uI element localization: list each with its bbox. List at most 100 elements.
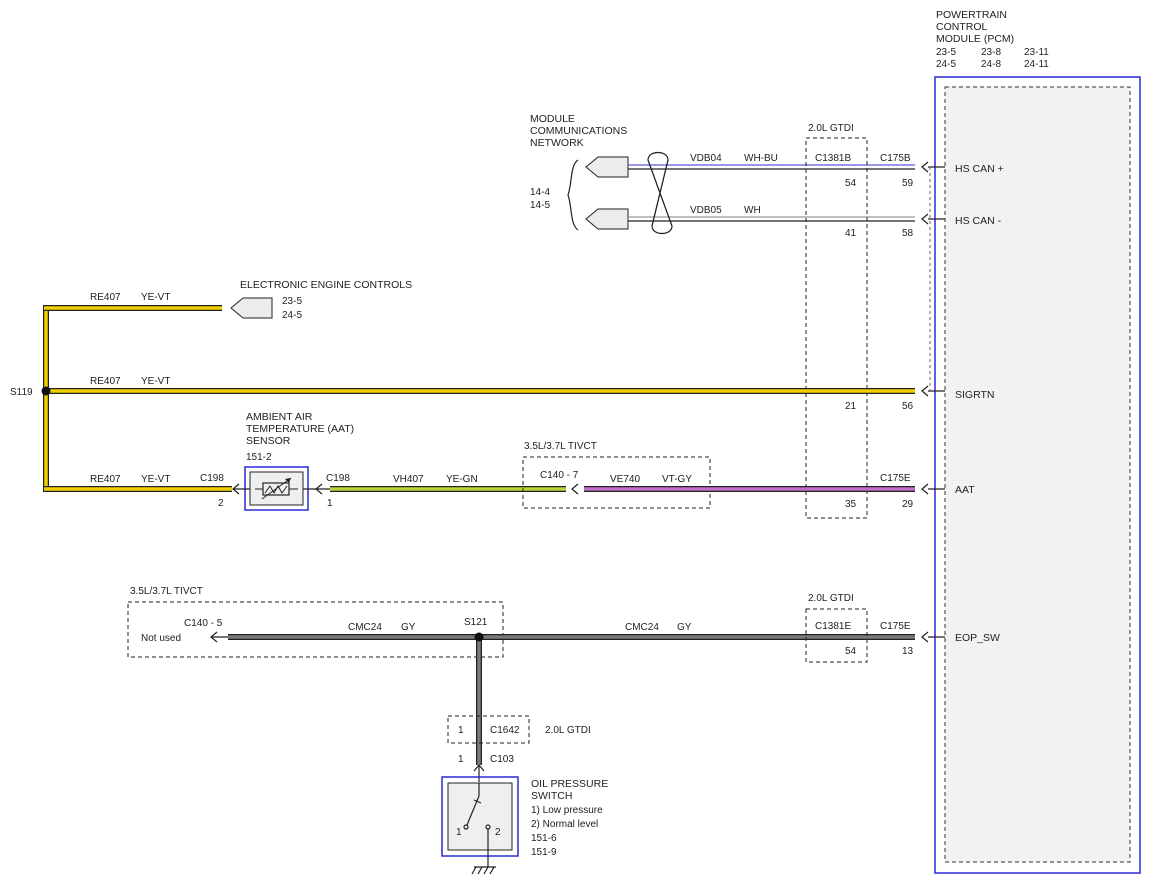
pin-label: 56 (902, 401, 914, 412)
c103-connector-arrow (473, 764, 485, 782)
pcm-ref: 23-5 (936, 47, 956, 58)
network-connector-icon (585, 156, 629, 178)
gtdi-box-c1381e (805, 608, 868, 663)
aat-ref: 151-2 (246, 452, 272, 463)
c1642-box (447, 715, 530, 744)
hs-can-minus-wire (628, 216, 915, 222)
circuit-cmc24: CMC24 (348, 622, 382, 633)
pin-label: 1 (327, 498, 333, 509)
gtdi-box-c1381b (805, 137, 868, 519)
pin-label: 54 (845, 646, 857, 657)
color-ye-vt: YE-VT (141, 376, 170, 387)
not-used-label: Not used (141, 633, 181, 644)
ground-icon (471, 866, 496, 875)
pcm-pin-hs-can-minus: HS CAN - (955, 215, 1002, 227)
pin-label: 54 (845, 178, 857, 189)
connector-c1381e: C1381E (815, 621, 851, 632)
thermistor-icon (255, 477, 298, 500)
circuit-re407: RE407 (90, 376, 121, 387)
network-ref: 14-5 (530, 200, 550, 211)
circuit-vdb05: VDB05 (690, 205, 722, 216)
pcm-ref: 24-8 (981, 59, 1001, 70)
pin-label: 35 (845, 499, 857, 510)
aat-title-line1: AMBIENT AIR (246, 411, 313, 423)
pcm-title-line1: POWERTRAIN (936, 9, 1007, 21)
oil-switch-frame (441, 776, 519, 857)
pin-label: 58 (902, 228, 914, 239)
pin-label: 1 (458, 725, 464, 736)
color-ye-gn: YE-GN (446, 474, 478, 485)
connector-c175e: C175E (880, 473, 911, 484)
color-wh: WH (744, 205, 761, 216)
re407-wire (43, 305, 915, 492)
aat-connector-arrows (232, 483, 330, 495)
gtdi-box-label: 2.0L GTDI (808, 123, 854, 134)
c140-5-connector-arrow (210, 631, 228, 643)
pin-label: 21 (845, 401, 857, 412)
oil-switch-state: 2) Normal level (531, 819, 598, 830)
tivct-box-label: 3.5L/3.7L TIVCT (130, 586, 203, 597)
network-title-line2: COMMUNICATIONS (530, 125, 627, 137)
pin-label: 41 (845, 228, 857, 239)
aat-title-line2: TEMPERATURE (AAT) (246, 423, 354, 435)
c140-7-connector-arrow (571, 483, 579, 495)
connector-c140-7: C140 - 7 (540, 470, 579, 481)
hs-can-plus-wire (628, 164, 915, 170)
pcm-connector-arrows (921, 161, 945, 643)
color-ye-vt: YE-VT (141, 474, 170, 485)
pcm-ref: 24-11 (1024, 59, 1049, 70)
switch-icon (463, 783, 491, 867)
tivct-box-c140-7 (522, 456, 711, 509)
connector-c140-5: C140 - 5 (184, 618, 223, 629)
pin-label: 13 (902, 646, 914, 657)
circuit-cmc24: CMC24 (625, 622, 659, 633)
pcm-pin-sigrtn: SIGRTN (955, 389, 994, 401)
oil-switch-title-line1: OIL PRESSURE (531, 778, 608, 790)
pcm-ref: 23-8 (981, 47, 1001, 58)
color-gy: GY (677, 622, 692, 633)
splice-s119 (41, 386, 51, 396)
color-wh-bu: WH-BU (744, 153, 778, 164)
pcm-ref: 24-5 (936, 59, 956, 70)
network-ref: 14-4 (530, 187, 550, 198)
pcm-pin-aat: AAT (955, 484, 975, 496)
circuit-re407: RE407 (90, 292, 121, 303)
tivct-box-label: 3.5L/3.7L TIVCT (524, 441, 597, 452)
pin-label: 59 (902, 178, 914, 189)
c1642-engine-label: 2.0L GTDI (545, 725, 591, 736)
circuit-re407: RE407 (90, 474, 121, 485)
connector-c175b: C175B (880, 153, 911, 164)
circuit-ve740: VE740 (610, 474, 640, 485)
eec-title: ELECTRONIC ENGINE CONTROLS (240, 279, 412, 291)
color-gy: GY (401, 622, 416, 633)
splice-s121-label: S121 (464, 617, 488, 628)
network-title-line1: MODULE (530, 113, 575, 125)
oil-switch-ref: 151-6 (531, 833, 557, 844)
oil-switch-ref: 151-9 (531, 847, 557, 858)
circuit-vdb04: VDB04 (690, 153, 722, 164)
connector-c1642: C1642 (490, 725, 520, 736)
cmc24-wire (228, 634, 915, 765)
connector-c198: C198 (326, 473, 350, 484)
network-brace (567, 159, 579, 231)
color-ye-vt: YE-VT (141, 292, 170, 303)
pcm-pin-eop-sw: EOP_SW (955, 632, 1000, 644)
splice-s121 (474, 632, 484, 642)
aat-title-line3: SENSOR (246, 435, 291, 447)
pcm-title-line3: MODULE (PCM) (936, 33, 1014, 45)
gtdi-box-label: 2.0L GTDI (808, 593, 854, 604)
tivct-box-c140-5 (127, 601, 504, 658)
pin-label: 29 (902, 499, 914, 510)
connector-c103: C103 (490, 754, 514, 765)
pcm-title-line2: CONTROL (936, 21, 987, 33)
pcm-module (934, 76, 1141, 874)
pcm-ref: 23-11 (1024, 47, 1049, 58)
pcm-pin-hs-can-plus: HS CAN + (955, 163, 1004, 175)
switch-pin-2: 2 (495, 827, 501, 838)
twisted-pair-cross (647, 159, 673, 227)
network-title-line3: NETWORK (530, 137, 584, 149)
eec-connector-icon (230, 297, 273, 319)
oil-switch-title-line2: SWITCH (531, 790, 572, 802)
switch-pin-1: 1 (456, 827, 462, 838)
